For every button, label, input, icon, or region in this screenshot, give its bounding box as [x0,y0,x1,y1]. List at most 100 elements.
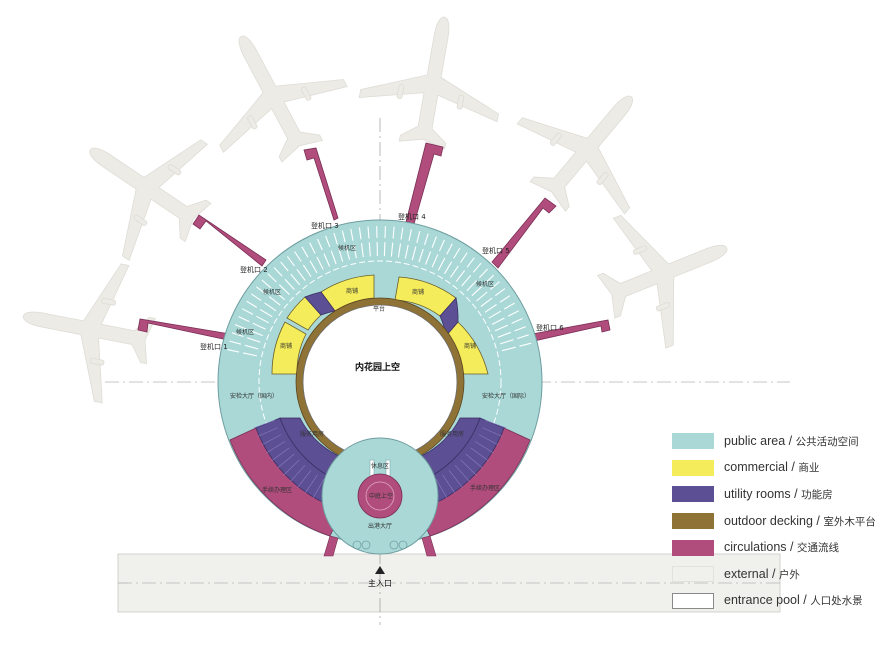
seat-row-tick [476,291,488,302]
entrance-circulation-left [323,535,339,557]
seat-row-tick [278,284,290,295]
seat-row-tick [466,257,475,268]
seat-row-tick [411,246,417,261]
seat-row-tick [367,226,370,239]
seat-row-tick [425,251,432,265]
jetway-1 [137,318,231,341]
legend-label-circulation: circulations / 交通流线 [724,540,839,555]
seat-row-tick [323,253,331,267]
seat-row-tick [250,293,262,302]
aircraft-4 [352,4,514,158]
seat-row-tick [259,309,273,318]
gate-label-3: 登机口 3 [311,221,339,230]
legend-swatch-pool [672,592,714,609]
legend-label-external: external / 户外 [724,566,800,581]
aircraft-3 [178,3,365,185]
legend-swatch-public [672,433,714,450]
inner-garden-label: 内花园上空 [355,361,400,373]
legend-swatch-commercial [672,459,714,476]
terrace-label: 平台 [373,305,385,313]
arrival-hall-label: 出港大厅 [368,522,392,530]
seat-row-tick [446,243,453,255]
stair-line [277,453,295,469]
utility-upper-right [439,297,459,337]
seat-row-tick [296,268,306,281]
seat-row-tick [431,236,437,248]
inner-garden-void [302,304,458,460]
seat-row-tick [244,344,259,350]
security-intl-label: 安检大厅（国际） [482,392,530,400]
legend-swatch-utility [672,486,714,503]
seat-row-tick [472,262,482,273]
seat-row-tick [478,268,488,279]
seat-row-tick [517,334,529,340]
seat-row-tick [316,256,324,270]
seat-row-tick [333,232,338,245]
seat-row-tick [480,297,493,307]
seat-row-tick [341,230,346,243]
entrance-arrow-icon [375,566,385,574]
seat-row-tick [461,275,472,287]
seat-row-tick [499,339,514,345]
seat-row-tick [453,247,461,259]
entrance-circulation-right [421,535,437,557]
seat-row-tick [345,246,351,260]
legend-item-public: public area / 公共活动空间 [672,428,887,455]
seat-row-tick [238,316,250,323]
seat-row-tick [383,242,386,257]
pool-symbol-2 [361,540,371,550]
seat-row-tick [499,295,511,303]
stair-line [266,441,286,454]
stair-line [465,453,483,469]
seat-row-tick [466,280,477,292]
commercial-shops [271,274,489,375]
seat-row-tick [416,231,421,243]
legend-label-public: public area / 公共活动空间 [724,433,859,448]
seat-row-tick [444,261,453,275]
seat-row-tick [261,279,272,289]
main-entrance-label: 主入口 [368,578,392,588]
seat-row-tick [484,304,497,313]
seat-row-tick [494,288,506,297]
seat-row-tick [360,243,364,258]
center-court-label: 中庭上空 [369,492,393,500]
waiting-seating [227,225,532,357]
jetway-5 [491,197,557,269]
seat-row-tick [437,257,446,271]
seat-row-tick [249,329,264,337]
shop-label-3: 商铺 [412,288,424,296]
stair-line [474,441,494,454]
seat-row-tick [423,233,429,246]
legend-item-decking: outdoor decking / 室外木平台 [672,508,887,535]
seat-row-tick [246,300,258,308]
security-domestic-label: 安检大厅（国内） [230,392,278,400]
seat-row-tick [507,310,519,317]
jetway-3 [303,147,339,221]
jetway-2 [192,214,267,267]
seat-row-tick [256,315,269,324]
seat-row-tick [491,317,505,325]
gate-label-2: 登机口 2 [240,265,268,274]
seat-row-tick [256,286,267,295]
seat-row-tick [397,243,402,258]
seat-row-tick [392,226,395,239]
legend-label-commercial: commercial / 商业 [724,460,820,475]
seat-row-tick [484,274,495,284]
seat-row-tick [242,352,257,357]
legend-item-circulation: circulations / 交通流线 [672,534,887,561]
gate-label-6: 登机口 6 [536,323,564,332]
stair-line [442,474,456,494]
stair-line [482,427,503,437]
seat-row-tick [252,322,266,330]
waiting-label-top: 候机区 [338,244,356,252]
stair-line [448,470,463,488]
seat-row-tick [418,248,424,263]
checkin-left-label: 手续办理区 [262,486,292,494]
seat-row-tick [404,244,409,259]
stair-line [460,459,477,476]
service-left-label: 服务用房 [300,430,324,438]
seat-row-tick [519,342,532,347]
seat-row-tick [231,332,244,338]
